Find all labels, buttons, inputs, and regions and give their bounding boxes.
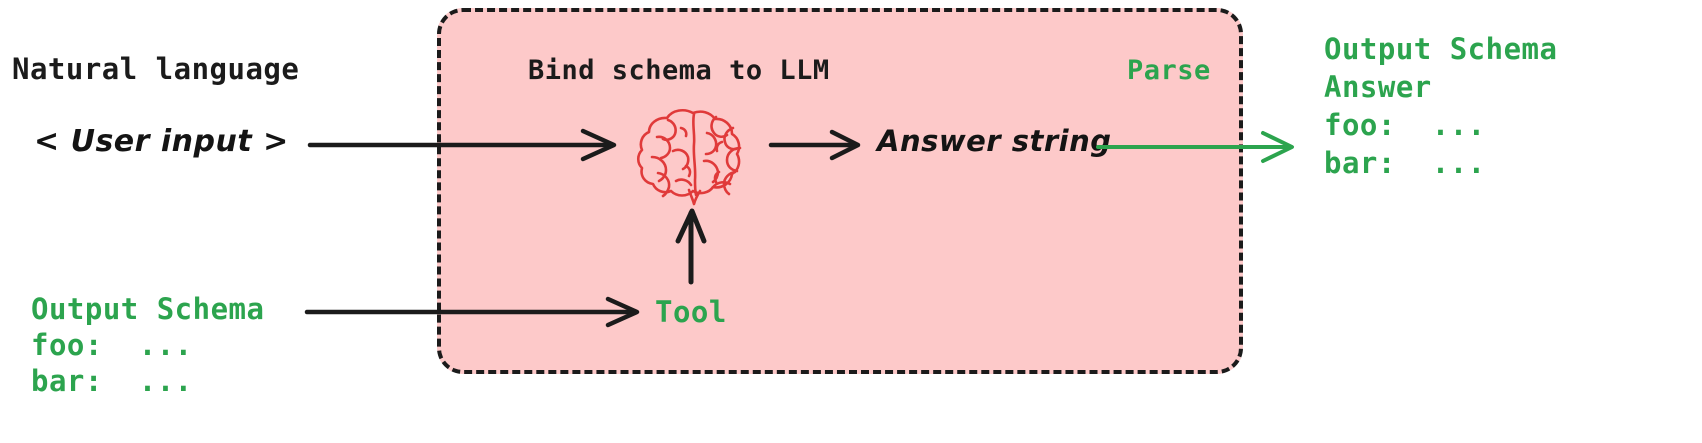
parse-label: Parse	[1127, 55, 1211, 86]
answer-string-label: Answer string	[877, 124, 1112, 158]
input-schema-line-bar: bar: ...	[31, 364, 193, 398]
output-schema-line-bar: bar: ...	[1324, 146, 1486, 180]
user-input-label: < User input >	[34, 124, 289, 159]
tool-label: Tool	[655, 295, 727, 329]
output-schema-line-foo: foo: ...	[1324, 108, 1486, 142]
bind-schema-to-llm-label: Bind schema to LLM	[528, 55, 830, 86]
input-schema-heading: Output Schema	[31, 292, 265, 326]
natural-language-label: Natural language	[12, 52, 300, 86]
output-schema-line-answer: Answer	[1324, 70, 1432, 104]
input-schema-line-foo: foo: ...	[31, 328, 193, 362]
output-schema-block: Output Schema Answer foo: ... bar: ...	[1324, 30, 1557, 182]
input-output-schema-block: Output Schema foo: ... bar: ...	[31, 291, 264, 399]
output-schema-heading: Output Schema	[1324, 32, 1558, 66]
